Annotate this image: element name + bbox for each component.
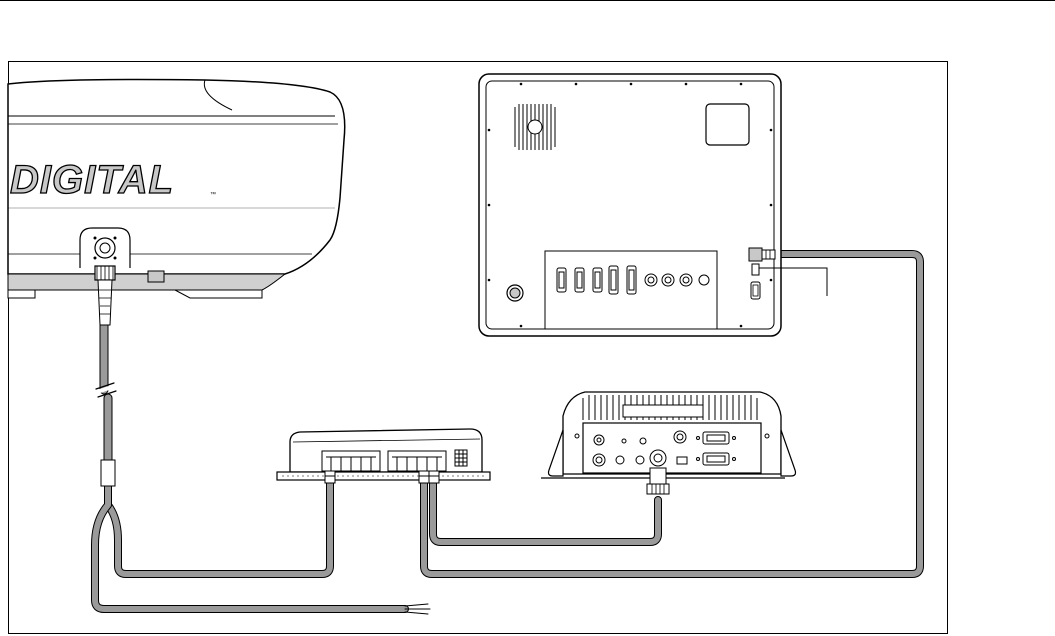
processor-unit (541, 392, 796, 494)
display-rear-panel (479, 74, 781, 336)
radome-brand-text: DIGITAL (10, 158, 174, 202)
radar-scanner: DIGITAL ™ (8, 80, 345, 487)
power-wires (405, 604, 430, 614)
radome-trademark: ™ (210, 191, 216, 198)
junction-box (277, 429, 490, 483)
terminal-block-right (388, 451, 446, 471)
terminal-block-left (322, 451, 380, 471)
processor-cable (433, 482, 658, 542)
terminal-connector (455, 450, 467, 466)
